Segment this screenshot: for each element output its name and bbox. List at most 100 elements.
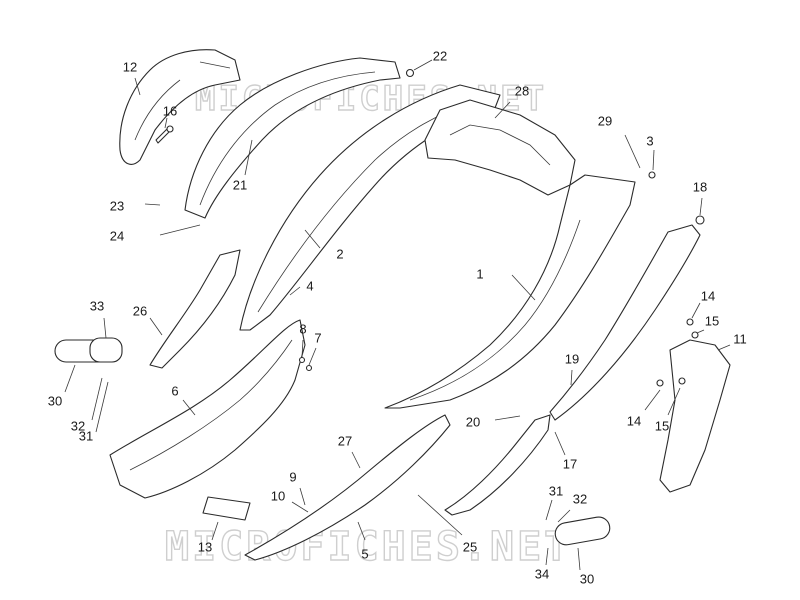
callout-label-30: 30 bbox=[48, 393, 62, 408]
callout-label-34: 34 bbox=[535, 566, 549, 581]
callout-label-29: 29 bbox=[598, 113, 612, 128]
callout-label-7: 7 bbox=[314, 330, 321, 345]
part-30-pads-right bbox=[554, 516, 611, 546]
part-21-side-panel bbox=[184, 57, 401, 219]
leader-line-13 bbox=[211, 521, 219, 541]
leader-line-14 bbox=[644, 389, 661, 411]
leader-line-17 bbox=[554, 431, 566, 456]
leader-line-8 bbox=[301, 339, 304, 358]
leader-line-1 bbox=[511, 274, 536, 301]
leader-line-5 bbox=[357, 521, 366, 541]
part-17-rear-panel bbox=[549, 224, 701, 421]
part-3-screw bbox=[648, 171, 656, 179]
leader-line-30 bbox=[577, 547, 581, 571]
leader-line-21 bbox=[244, 139, 253, 176]
leader-line-26 bbox=[149, 317, 163, 336]
leader-line-20 bbox=[494, 415, 521, 421]
part-6-lower-front-cover bbox=[109, 319, 306, 499]
callout-label-11: 11 bbox=[733, 331, 747, 346]
leader-line-2 bbox=[304, 229, 321, 249]
leader-line-11 bbox=[717, 344, 731, 351]
callout-label-21: 21 bbox=[233, 177, 247, 192]
callout-label-23: 23 bbox=[110, 198, 124, 213]
callout-label-6: 6 bbox=[171, 383, 178, 398]
callout-label-1: 1 bbox=[476, 266, 483, 281]
callout-label-15: 15 bbox=[705, 313, 719, 328]
leader-line-24 bbox=[159, 224, 201, 236]
part-18-screw bbox=[695, 215, 705, 225]
callout-label-27: 27 bbox=[338, 433, 352, 448]
leader-line-3 bbox=[652, 149, 655, 171]
callout-label-8: 8 bbox=[299, 321, 306, 336]
callout-label-25: 25 bbox=[463, 539, 477, 554]
leader-line-32 bbox=[91, 377, 103, 421]
callout-label-13: 13 bbox=[198, 539, 212, 554]
part-7-8-screws bbox=[298, 356, 313, 372]
callout-label-18: 18 bbox=[693, 179, 707, 194]
part-30-33-pads-left bbox=[54, 337, 123, 363]
leader-line-25 bbox=[417, 494, 463, 536]
callout-label-4: 4 bbox=[306, 278, 313, 293]
part-16-screw bbox=[155, 125, 174, 144]
callout-labels: 1234567891011121314141515161718192021222… bbox=[48, 48, 747, 586]
callout-label-3: 3 bbox=[646, 133, 653, 148]
leader-line-12 bbox=[134, 77, 141, 96]
callout-label-32: 32 bbox=[573, 491, 587, 506]
leader-line-19 bbox=[570, 369, 573, 386]
callout-label-31: 31 bbox=[549, 483, 563, 498]
part-13-pad bbox=[202, 496, 251, 521]
leader-line-22 bbox=[413, 59, 433, 71]
part-14-15-screws bbox=[656, 318, 699, 387]
callout-label-5: 5 bbox=[361, 546, 368, 561]
callout-label-16: 16 bbox=[163, 103, 177, 118]
leader-line-14 bbox=[691, 302, 701, 319]
callout-label-12: 12 bbox=[123, 59, 137, 74]
callout-label-20: 20 bbox=[466, 414, 480, 429]
part-12-grab-handle bbox=[119, 49, 241, 165]
callout-label-24: 24 bbox=[110, 228, 124, 243]
part-22-screw bbox=[405, 68, 415, 78]
callout-label-32: 32 bbox=[71, 418, 85, 433]
callout-label-2: 2 bbox=[336, 246, 343, 261]
leader-line-29 bbox=[624, 134, 641, 169]
leader-line-15 bbox=[667, 387, 681, 416]
callout-label-10: 10 bbox=[271, 488, 285, 503]
part-5-footboard-strip bbox=[244, 414, 451, 561]
leader-line-18 bbox=[699, 197, 703, 216]
callout-label-9: 9 bbox=[289, 469, 296, 484]
callout-label-15: 15 bbox=[655, 418, 669, 433]
leader-line-28 bbox=[494, 101, 511, 119]
leader-line-10 bbox=[291, 501, 309, 513]
leader-line-4 bbox=[289, 286, 301, 296]
callout-label-22: 22 bbox=[433, 48, 447, 63]
callout-label-14: 14 bbox=[701, 288, 715, 303]
callout-label-33: 33 bbox=[90, 298, 104, 313]
part-28-inner-bracket bbox=[424, 99, 576, 196]
leader-line-31 bbox=[95, 381, 109, 433]
part-25-side-strip bbox=[444, 414, 551, 516]
callout-label-30: 30 bbox=[580, 571, 594, 586]
leader-line-6 bbox=[182, 399, 196, 416]
leader-line-7 bbox=[308, 347, 317, 366]
leader-line-9 bbox=[299, 487, 306, 506]
callout-label-17: 17 bbox=[563, 456, 577, 471]
callout-label-31: 31 bbox=[79, 428, 93, 443]
callout-label-28: 28 bbox=[515, 83, 529, 98]
callout-label-19: 19 bbox=[565, 351, 579, 366]
leader-line-15 bbox=[696, 329, 705, 334]
leader-line-34 bbox=[545, 547, 549, 566]
callout-label-26: 26 bbox=[133, 303, 147, 318]
leader-line-33 bbox=[103, 317, 107, 339]
leader-line-23 bbox=[144, 203, 161, 206]
part-11-rear-handle bbox=[659, 339, 731, 493]
leader-line-30 bbox=[64, 364, 76, 393]
leader-line-32 bbox=[557, 509, 571, 523]
leader-line-16 bbox=[164, 117, 168, 129]
leader-line-27 bbox=[351, 451, 361, 469]
callout-label-14: 14 bbox=[627, 413, 641, 428]
leader-line-31 bbox=[545, 499, 553, 521]
part-1-side-cover bbox=[384, 174, 636, 409]
part-26-bracket bbox=[149, 249, 241, 369]
